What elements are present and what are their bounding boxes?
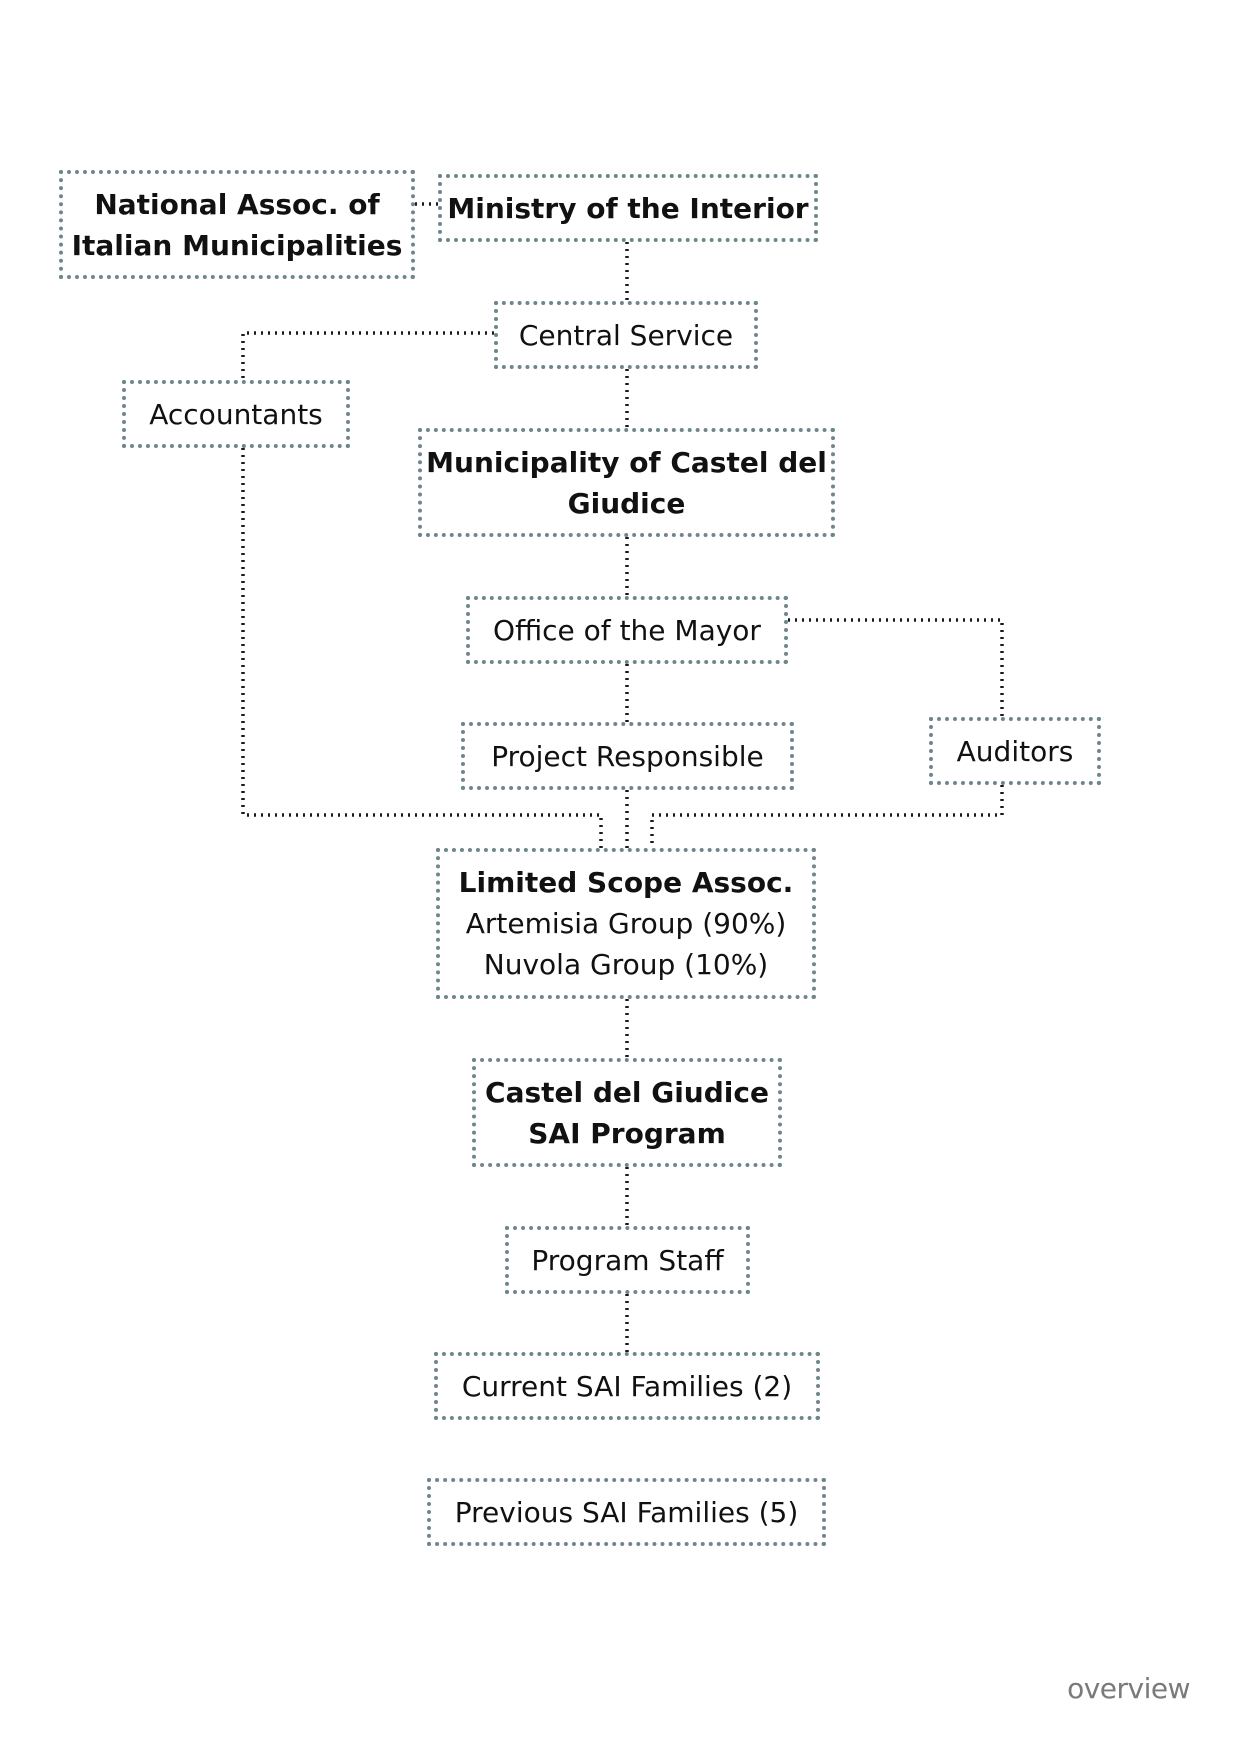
node-castel-del-giudice-sai-program: Castel del Giudice SAI Program [472, 1058, 782, 1167]
node-label-line: Current SAI Families (2) [461, 1369, 793, 1403]
node-previous-sai-families: Previous SAI Families (5) [427, 1478, 826, 1546]
node-auditors: Auditors [929, 717, 1101, 785]
connector-accountants-lsa [241, 448, 603, 848]
connector-auditors-lsa [650, 785, 1004, 848]
connector-central-accountants [241, 331, 494, 380]
node-municipality-castel-del-giudice: Municipality of Castel del Giudice [418, 428, 835, 537]
node-label-line: Giudice [567, 486, 686, 520]
node-ministry-of-the-interior: Ministry of the Interior [438, 174, 818, 242]
node-label-line: Previous SAI Families (5) [454, 1495, 799, 1529]
node-label-line: Italian Municipalities [71, 228, 403, 262]
node-label-line: Nuvola Group (10%) [483, 948, 769, 981]
node-current-sai-families: Current SAI Families (2) [434, 1352, 820, 1420]
node-label-line: Castel del Giudice [485, 1075, 769, 1109]
node-accountants: Accountants [122, 380, 350, 448]
node-label-line: Auditors [956, 734, 1074, 768]
node-project-responsible: Project Responsible [461, 722, 794, 790]
node-label-line: Municipality of Castel del [426, 445, 827, 479]
connector-mayor-auditors [788, 618, 1004, 717]
node-label-line: Program Staff [531, 1243, 724, 1277]
node-label-line: Project Responsible [491, 739, 764, 773]
node-office-of-the-mayor: Office of the Mayor [466, 596, 788, 664]
node-label-line: National Assoc. of [94, 187, 380, 221]
node-national-assoc-italian-municipalities: National Assoc. of Italian Municipalitie… [59, 170, 415, 279]
node-label-line: Ministry of the Interior [447, 191, 809, 225]
node-label-line: Artemisia Group (90%) [465, 907, 787, 940]
footer-label: overview [1067, 1672, 1190, 1705]
node-label-line: Limited Scope Assoc. [458, 866, 794, 899]
node-label-line: Office of the Mayor [493, 613, 761, 647]
node-label-line: Central Service [518, 318, 734, 352]
node-label-line: Accountants [149, 397, 323, 431]
node-central-service: Central Service [494, 301, 758, 369]
node-limited-scope-assoc: Limited Scope Assoc. Artemisia Group (90… [436, 848, 816, 999]
node-program-staff: Program Staff [505, 1226, 750, 1294]
node-label-line: SAI Program [528, 1116, 726, 1150]
